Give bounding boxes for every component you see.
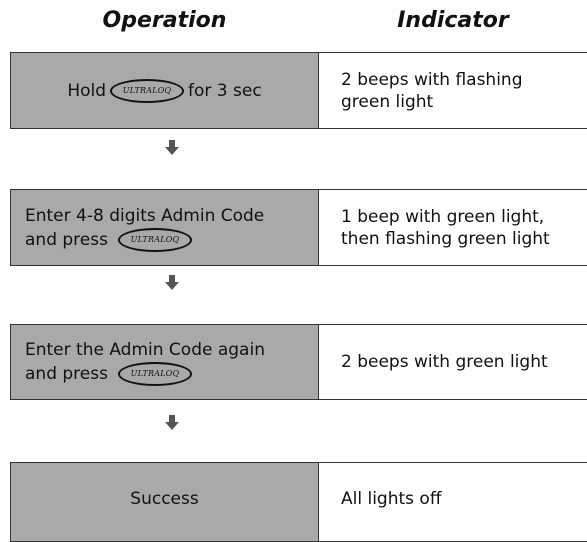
ultraloq-logo-text: ULTRALOQ — [130, 369, 180, 378]
step-1-operation-before: Hold — [67, 80, 107, 101]
step-1-operation-after: for 3 sec — [188, 80, 262, 101]
ultraloq-button-icon: ULTRALOQ — [117, 362, 192, 386]
step-1-indicator-line-1: 2 beeps with flashing — [341, 69, 523, 90]
step-1-row: Hold ULTRALOQ for 3 sec 2 beeps with fla… — [10, 52, 587, 129]
step-2-operation-line-2: and press — [25, 229, 108, 250]
down-arrow-icon — [165, 140, 179, 155]
step-2-indicator-line-2: then flashing green light — [341, 228, 550, 249]
step-1-indicator-line-2: green light — [341, 91, 434, 112]
indicator-header: Indicator — [397, 8, 509, 33]
step-3-operation: Enter the Admin Code again and press ULT… — [11, 325, 319, 399]
operation-header: Operation — [102, 8, 227, 33]
step-2-operation: Enter 4-8 digits Admin Code and press UL… — [11, 190, 319, 265]
ultraloq-button-icon: ULTRALOQ — [117, 227, 192, 252]
step-4-row: Success All lights off — [10, 462, 587, 542]
down-arrow-icon — [165, 275, 179, 290]
step-3-operation-line-2: and press — [25, 364, 108, 384]
step-3-row: Enter the Admin Code again and press ULT… — [10, 324, 587, 400]
step-1-operation: Hold ULTRALOQ for 3 sec — [11, 53, 319, 128]
step-2-indicator: 1 beep with green light, then flashing g… — [319, 190, 587, 265]
step-2-operation-line-1: Enter 4-8 digits Admin Code — [25, 205, 265, 226]
step-2-row: Enter 4-8 digits Admin Code and press UL… — [10, 189, 587, 266]
step-4-indicator-line-1: All lights off — [341, 489, 442, 509]
down-arrow-icon — [165, 415, 179, 430]
step-4-indicator: All lights off — [319, 463, 587, 541]
step-1-indicator: 2 beeps with flashing green light — [319, 53, 587, 128]
step-4-operation-text: Success — [130, 489, 199, 509]
step-2-indicator-line-1: 1 beep with green light, — [341, 206, 545, 227]
step-3-indicator-line-1: 2 beeps with green light — [341, 352, 548, 372]
step-3-operation-line-1: Enter the Admin Code again — [25, 340, 265, 360]
ultraloq-logo-text: ULTRALOQ — [122, 85, 172, 95]
ultraloq-button-icon: ULTRALOQ — [110, 78, 185, 103]
step-4-operation: Success — [11, 463, 319, 541]
ultraloq-logo-text: ULTRALOQ — [130, 234, 180, 244]
step-3-indicator: 2 beeps with green light — [319, 325, 587, 399]
